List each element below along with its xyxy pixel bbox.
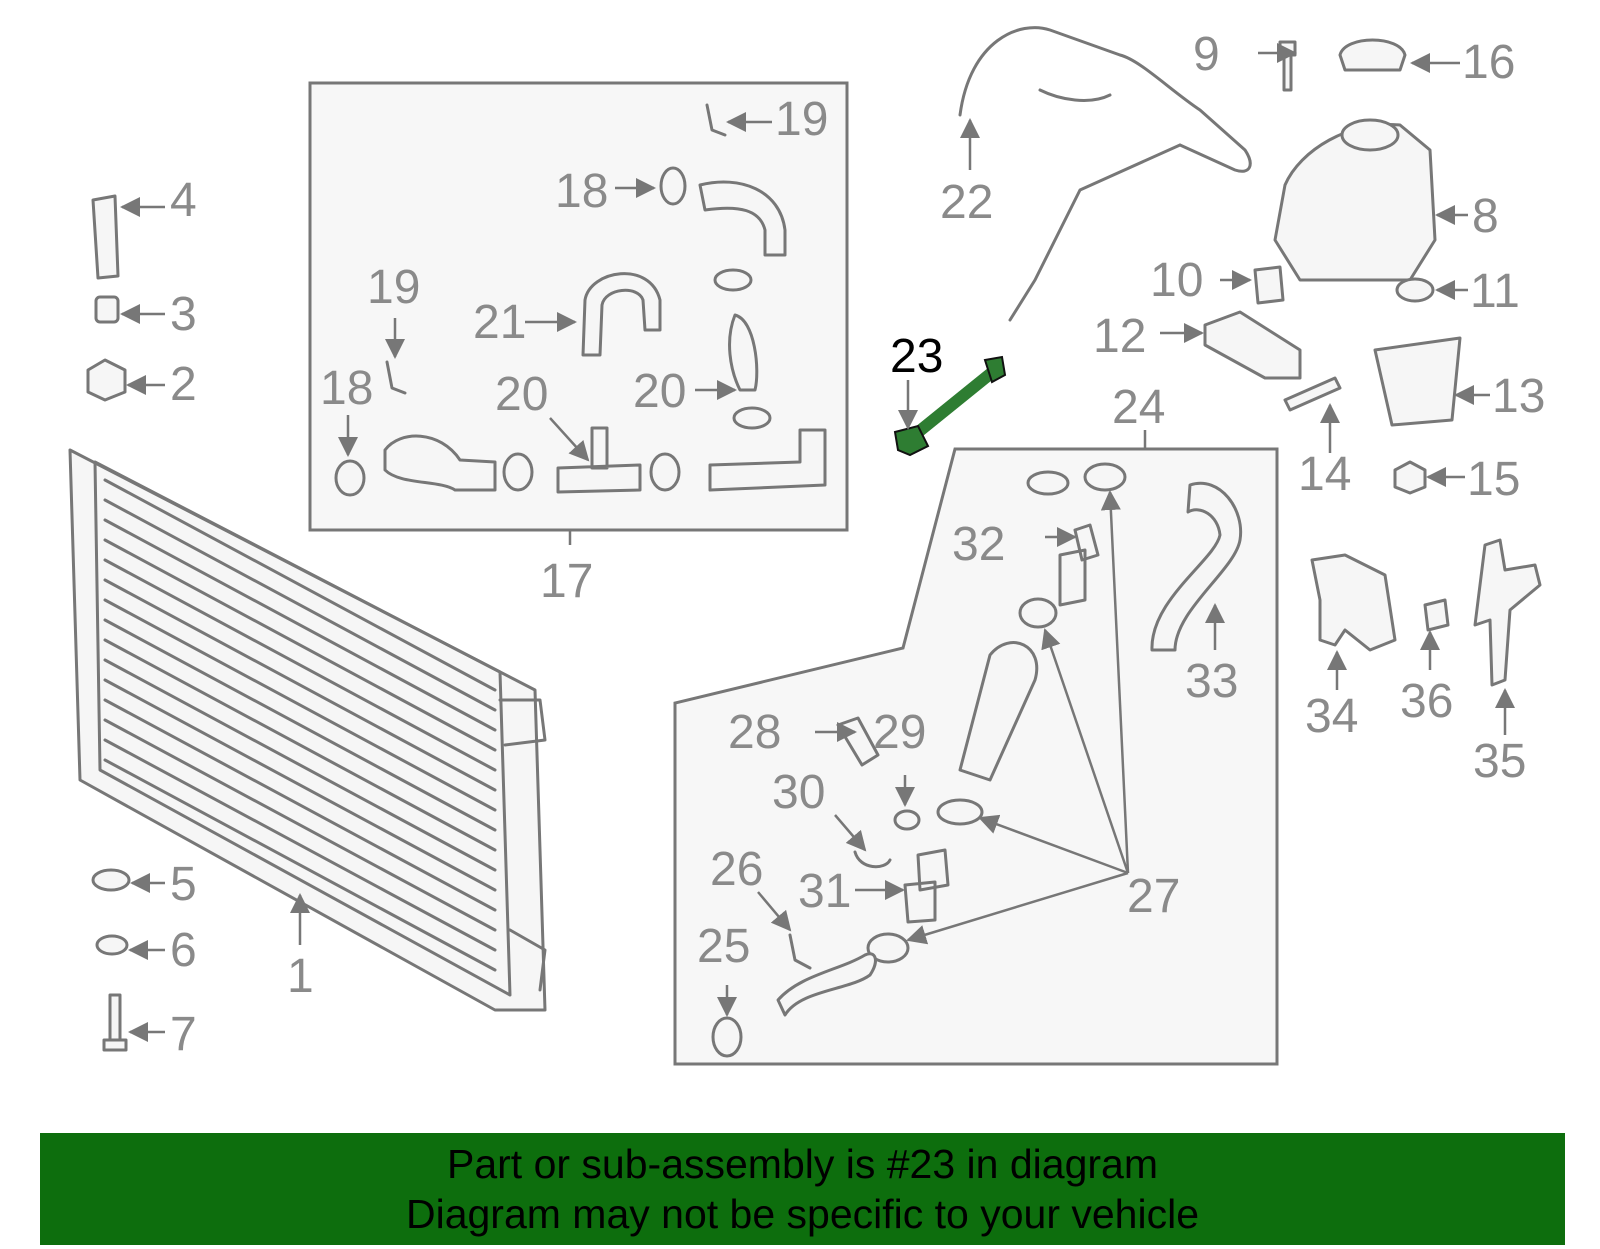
- part-34-housing[interactable]: [1310, 553, 1397, 652]
- notice-line-2: Diagram may not be specific to your vehi…: [405, 1191, 1199, 1237]
- part-32-connector[interactable]: [1058, 523, 1100, 607]
- callout-25: 25: [697, 920, 750, 973]
- part-5-icon[interactable]: [91, 868, 131, 892]
- part-19-clip[interactable]: [705, 103, 727, 137]
- part-big-hose[interactable]: [958, 641, 1039, 782]
- part-27-clamp-d[interactable]: [936, 798, 984, 826]
- part-19b-clip[interactable]: [385, 360, 407, 395]
- callout-36: 36: [1400, 675, 1453, 728]
- leader-lines: [120, 43, 1515, 1042]
- part-lower-hose[interactable]: [776, 952, 877, 1017]
- callout-34: 34: [1305, 690, 1358, 743]
- callout-23: 23: [890, 330, 943, 383]
- part-14-bolt[interactable]: [1283, 376, 1342, 412]
- part-2-icon[interactable]: [86, 358, 127, 402]
- part-27-clamp-e[interactable]: [866, 932, 910, 964]
- part-clamp-d[interactable]: [732, 406, 772, 430]
- part-33-hose[interactable]: [1150, 481, 1243, 652]
- callout-26: 26: [710, 843, 763, 896]
- callout-21: 21: [473, 296, 526, 349]
- callout-35: 35: [1473, 735, 1526, 788]
- part-18b-ring[interactable]: [334, 459, 366, 497]
- part-12-bracket[interactable]: [1203, 310, 1302, 380]
- part-26-clip[interactable]: [788, 933, 812, 970]
- callout-30: 30: [772, 766, 825, 819]
- callout-8: 8: [1472, 190, 1499, 243]
- part-18-ring[interactable]: [659, 166, 687, 206]
- callout-18-left: 18: [320, 362, 373, 415]
- part-25-ring[interactable]: [711, 1016, 743, 1058]
- callout-4: 4: [170, 174, 197, 227]
- part-22-connector: [1038, 88, 1112, 102]
- part-hose-right-17[interactable]: [708, 428, 827, 492]
- part-15-nut[interactable]: [1393, 460, 1427, 495]
- part-7-icon[interactable]: [102, 993, 128, 1052]
- callout-11: 11: [1470, 265, 1520, 318]
- part-clamp-b[interactable]: [649, 452, 681, 492]
- callout-18-top: 18: [555, 165, 608, 218]
- part-13-bracket[interactable]: [1373, 336, 1462, 427]
- part-22-line: [1008, 143, 1182, 322]
- part-6-icon[interactable]: [95, 934, 129, 956]
- callout-32: 32: [952, 518, 1005, 571]
- callout-20-right: 20: [633, 365, 686, 418]
- callout-6: 6: [170, 924, 197, 977]
- part-21-hose[interactable]: [581, 272, 662, 357]
- radiator-part[interactable]: [68, 448, 547, 1012]
- part-10-cap[interactable]: [1253, 265, 1285, 305]
- callout-31: 31: [798, 865, 851, 918]
- callout-19-left: 19: [367, 261, 420, 314]
- part-3-icon[interactable]: [94, 295, 120, 324]
- part-9-bolt[interactable]: [1278, 40, 1297, 92]
- callout-14: 14: [1298, 448, 1351, 501]
- callout-16: 16: [1462, 36, 1515, 89]
- part-8-neck: [1340, 118, 1400, 152]
- callout-2: 2: [170, 358, 197, 411]
- callout-labels: 4 3 2 5 6 7 1 17 18 19 21 19 18 20 20 22…: [170, 28, 1545, 1061]
- part-31-connector[interactable]: [903, 848, 950, 924]
- part-4-icon[interactable]: [91, 194, 120, 280]
- callout-12: 12: [1093, 310, 1146, 363]
- part-16-cap[interactable]: [1338, 38, 1407, 72]
- callout-17: 17: [540, 555, 593, 608]
- callout-27: 27: [1127, 870, 1180, 923]
- callout-13: 13: [1492, 370, 1545, 423]
- part-18-elbow-hose[interactable]: [698, 180, 787, 257]
- part-clamp-c[interactable]: [713, 268, 753, 292]
- part-20-tee[interactable]: [556, 426, 642, 494]
- part-27-clamp-a[interactable]: [1026, 470, 1070, 496]
- part-30-clip[interactable]: [853, 850, 892, 869]
- callout-7: 7: [170, 1008, 197, 1061]
- callout-19-top: 19: [775, 93, 828, 146]
- callout-24: 24: [1112, 381, 1165, 434]
- callout-20-mid: 20: [495, 368, 548, 421]
- part-35-bracket[interactable]: [1473, 538, 1542, 687]
- callout-9: 9: [1193, 28, 1220, 81]
- part-11-grommet[interactable]: [1395, 277, 1435, 303]
- callout-3: 3: [170, 288, 197, 341]
- part-hose-left-17[interactable]: [383, 434, 497, 492]
- part-29-ring[interactable]: [893, 809, 921, 831]
- callout-10: 10: [1150, 254, 1203, 307]
- callout-22: 22: [940, 176, 993, 229]
- notice-line-1: Part or sub-assembly is #23 in diagram: [447, 1141, 1158, 1187]
- part-23-highlighted[interactable]: [893, 355, 1007, 457]
- part-clamp-a[interactable]: [502, 452, 534, 492]
- callout-33: 33: [1185, 655, 1238, 708]
- part-27-clamp-c[interactable]: [1018, 597, 1058, 629]
- part-22-hose[interactable]: [958, 26, 1252, 173]
- callout-29: 29: [873, 706, 926, 759]
- callout-15: 15: [1467, 453, 1520, 506]
- part-36-bushing[interactable]: [1423, 598, 1450, 632]
- part-20-connector[interactable]: [728, 313, 759, 392]
- callout-5: 5: [170, 858, 197, 911]
- callout-28: 28: [728, 706, 781, 759]
- notice-banner: Part or sub-assembly is #23 in diagram D…: [40, 1133, 1565, 1245]
- part-27-clamp-b[interactable]: [1083, 462, 1127, 492]
- callout-1: 1: [287, 950, 314, 1003]
